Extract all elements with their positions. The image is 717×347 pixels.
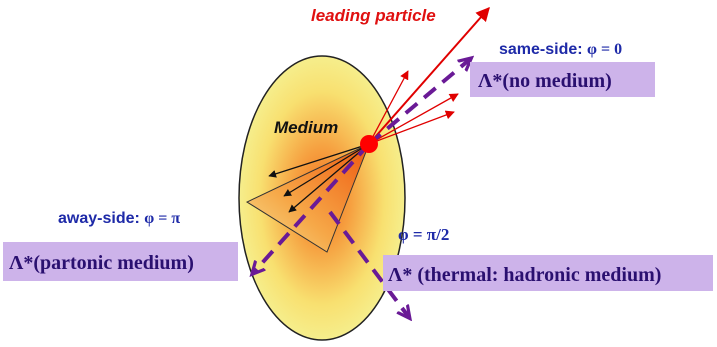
jet-fragment-2 <box>368 93 459 145</box>
same-side-label-text: same-side: <box>499 41 587 58</box>
away-side-dashed-arrow <box>254 142 371 272</box>
perpendicular-label: φ = π/2 <box>398 225 449 244</box>
same-side-dashed-arrow <box>367 60 469 146</box>
jet-cone <box>245 143 370 253</box>
perpendicular-dashed-arrow <box>328 210 408 316</box>
medium-label: Medium <box>274 118 338 137</box>
leading-particle-line <box>368 6 490 145</box>
away-side-label-text: away-side: <box>58 210 144 227</box>
away-side-box <box>3 242 238 281</box>
away-side-label: away-side: φ = π <box>58 210 180 227</box>
jet-fragment-3 <box>368 110 455 145</box>
same-side-label-math: φ = 0 <box>587 41 622 58</box>
same-side-box-text: Λ*(no medium) <box>478 70 612 92</box>
same-side-label: same-side: φ = 0 <box>499 41 622 58</box>
same-side-box <box>470 62 655 97</box>
cone-arrow-2 <box>283 143 370 197</box>
away-side-box-text: Λ*(partonic medium) <box>9 252 194 274</box>
leading-particle-dot <box>360 135 378 153</box>
cone-arrow-3 <box>288 143 370 213</box>
jet-fragment-1 <box>368 70 409 145</box>
away-side-label-math: φ = π <box>144 210 180 227</box>
cone-arrow-1 <box>268 143 370 178</box>
leading-particle-label: leading particle <box>311 6 436 25</box>
perpendicular-box <box>383 255 713 291</box>
perpendicular-box-text: Λ* (thermal: hadronic medium) <box>388 264 661 286</box>
